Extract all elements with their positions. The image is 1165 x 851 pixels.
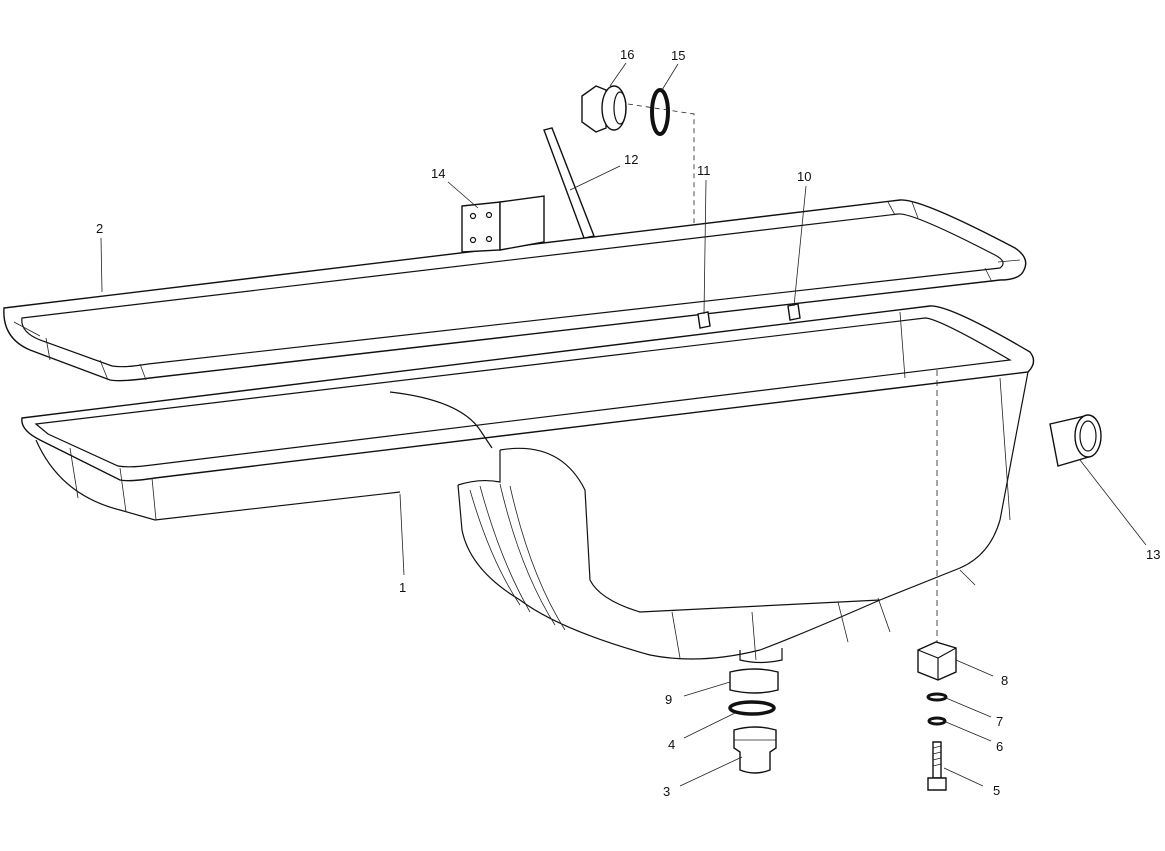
part-7-washer (926, 692, 948, 702)
callout-1: 1 (399, 580, 406, 595)
callout-10: 10 (797, 169, 811, 184)
part-2-gasket (3, 199, 1027, 382)
part-6-washer (927, 716, 947, 726)
callout-2: 2 (96, 221, 103, 236)
leader-lines (100, 62, 1147, 787)
part-3-drain-plug (733, 726, 777, 774)
part-11-sensor (697, 311, 711, 329)
part-12-dipstick-tube (543, 127, 595, 239)
callout-11: 11 (697, 163, 711, 178)
callout-16: 16 (620, 47, 634, 62)
callout-7: 7 (996, 714, 1003, 729)
part-4-washer (728, 700, 776, 716)
callout-6: 6 (996, 739, 1003, 754)
part-5-bolt (927, 741, 947, 791)
part-13-sleeve (1049, 414, 1102, 467)
part-14-bracket (461, 195, 545, 253)
part-15-o-ring (650, 88, 670, 136)
part-10-sensor (787, 303, 801, 321)
callout-13: 13 (1146, 547, 1160, 562)
callout-8: 8 (1001, 673, 1008, 688)
callout-3: 3 (663, 784, 670, 799)
part-9-spacer (729, 668, 779, 694)
callout-4: 4 (668, 737, 675, 752)
part-8-block (917, 641, 957, 681)
part-16-fill-plug (581, 85, 627, 133)
callout-9: 9 (665, 692, 672, 707)
callout-5: 5 (993, 783, 1000, 798)
callout-14: 14 (431, 166, 445, 181)
callout-12: 12 (624, 152, 638, 167)
part-1-oil-pan (21, 305, 1035, 664)
callout-15: 15 (671, 48, 685, 63)
